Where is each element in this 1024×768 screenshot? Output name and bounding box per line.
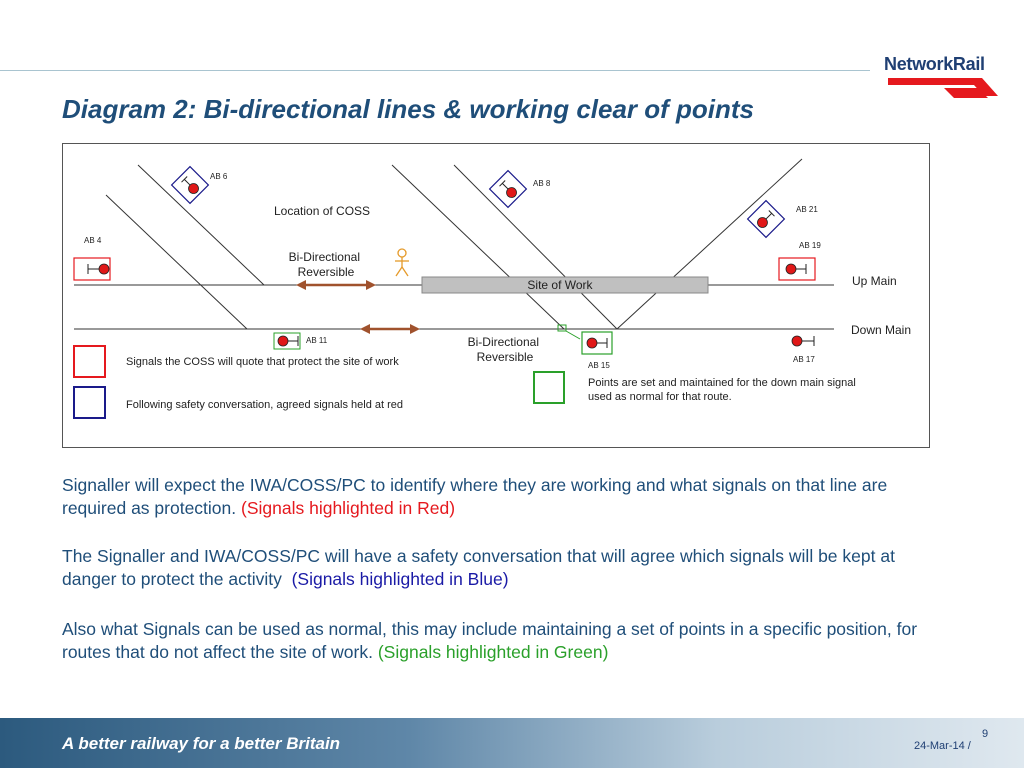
- diagonal-track-4: [453, 164, 618, 330]
- ab8-label: AB 8: [533, 179, 551, 188]
- bidir-upper-line1: Bi-Directional: [289, 250, 360, 264]
- diagonal-track-1: [137, 164, 265, 286]
- location-coss-label: Location of COSS: [274, 204, 370, 218]
- footer-tagline: A better railway for a better Britain: [62, 734, 341, 753]
- ab21-label: AB 21: [796, 205, 818, 214]
- diagonal-track-2: [105, 194, 248, 330]
- paragraph-blue: The Signaller and IWA/COSS/PC will have …: [62, 545, 952, 591]
- networkrail-logo: NetworkRail: [884, 52, 1004, 102]
- legend-blue-box: [73, 386, 106, 419]
- ab6-label: AB 6: [210, 172, 228, 181]
- signal-ab19: [778, 257, 816, 281]
- header-rule: [0, 70, 870, 71]
- diagram-frame: [62, 143, 930, 448]
- diagonal-track-3: [391, 164, 565, 330]
- paragraph-blue-text: The Signaller and IWA/COSS/PC will have …: [62, 546, 900, 589]
- page-title: Diagram 2: Bi-directional lines & workin…: [62, 94, 755, 124]
- paragraph-blue-highlight: (Signals highlighted in Blue): [291, 569, 509, 589]
- legend-blue-text: Following safety conversation, agreed si…: [126, 399, 403, 411]
- paragraph-green-text: Also what Signals can be used as normal,…: [62, 619, 918, 662]
- logo-arrows-icon: [888, 78, 998, 98]
- signal-ab4: [73, 257, 111, 281]
- paragraph-red: Signaller will expect the IWA/COSS/PC to…: [62, 474, 952, 520]
- ab15-label: AB 15: [588, 361, 610, 370]
- legend-green-line1: Points are set and maintained for the do…: [588, 377, 856, 389]
- legend-green-line2: used as normal for that route.: [588, 391, 732, 403]
- legend-red-box: [73, 345, 106, 378]
- bidir-lower-line2: Reversible: [477, 350, 534, 364]
- legend-green-text: Points are set and maintained for the do…: [588, 377, 859, 403]
- paragraph-green-highlight: (Signals highlighted in Green): [377, 642, 609, 662]
- bidir-lower-label: Bi-Directional Reversible: [468, 335, 543, 364]
- legend-green-box: [533, 371, 565, 404]
- railway-diagram: Site of Work Up Main Down Main Location …: [73, 158, 911, 419]
- down-main-label: Down Main: [851, 323, 911, 337]
- up-main-label: Up Main: [852, 274, 897, 288]
- bidirectional-arrow-upper: [296, 280, 376, 290]
- signal-ab11: [273, 332, 301, 350]
- signal-ab15: [581, 331, 613, 355]
- site-of-work-bar: [421, 276, 709, 294]
- ab19-label: AB 19: [799, 241, 821, 250]
- ab17-label: AB 17: [793, 355, 815, 364]
- signal-ab21: [746, 199, 786, 239]
- points-connector: [565, 330, 581, 340]
- bidirectional-arrow-lower: [360, 324, 420, 334]
- ab4-label: AB 4: [84, 236, 102, 245]
- signal-ab8: [488, 169, 528, 209]
- footer-bar: [0, 718, 1024, 768]
- bidir-lower-line1: Bi-Directional: [468, 335, 539, 349]
- signal-ab6: [170, 165, 210, 205]
- points-indicator: [557, 324, 567, 332]
- person-icon: [395, 248, 409, 277]
- paragraph-red-highlight: (Signals highlighted in Red): [241, 498, 456, 518]
- signal-ab17: [791, 335, 815, 347]
- site-of-work-label: Site of Work: [527, 278, 593, 292]
- paragraph-green: Also what Signals can be used as normal,…: [62, 618, 952, 664]
- diagonal-track-5: [616, 158, 803, 330]
- logo-wordmark: NetworkRail: [884, 54, 985, 74]
- ab11-label: AB 11: [306, 336, 328, 345]
- legend-red-text: Signals the COSS will quote that protect…: [126, 356, 399, 368]
- paragraph-red-text: Signaller will expect the IWA/COSS/PC to…: [62, 475, 888, 518]
- bidir-upper-line2: Reversible: [298, 265, 355, 279]
- footer-date: 24-Mar-14 /: [914, 740, 971, 752]
- bidir-upper-label: Bi-Directional Reversible: [289, 250, 364, 279]
- page-number: 9: [982, 728, 989, 740]
